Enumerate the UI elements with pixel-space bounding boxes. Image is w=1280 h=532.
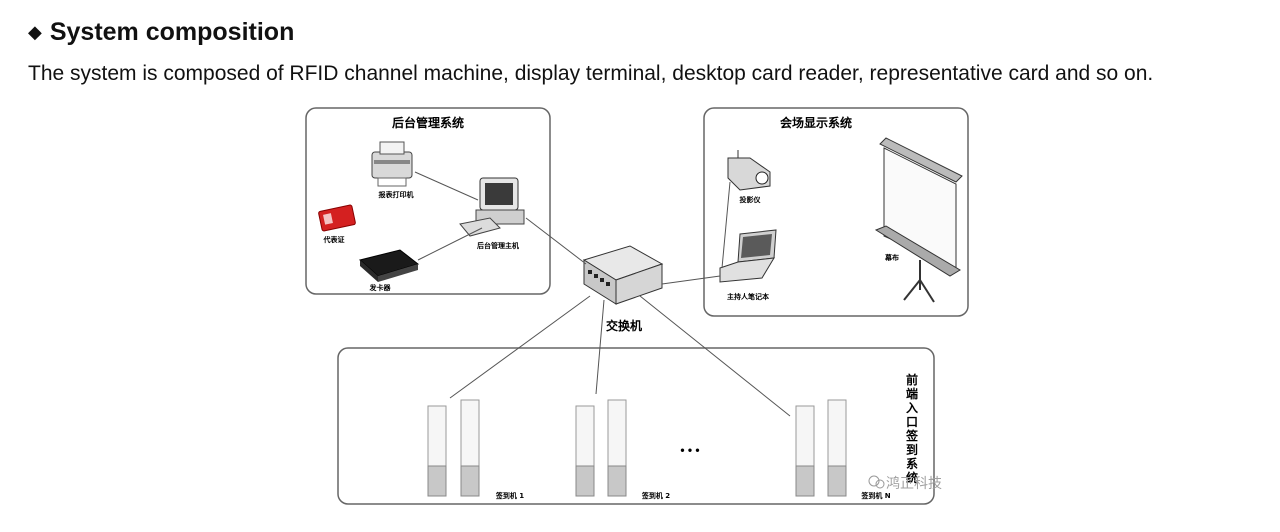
display-system-title: 会场显示系统 bbox=[780, 115, 852, 130]
gateN-label: 签到机 N bbox=[860, 491, 890, 500]
section-description: The system is composed of RFID channel m… bbox=[28, 62, 1154, 85]
card-reader-icon bbox=[358, 249, 420, 282]
frontend-title-char: 前 bbox=[906, 372, 918, 387]
laptop-label: 主持人笔记本 bbox=[727, 292, 769, 301]
rfid-gate-1-icon bbox=[427, 399, 480, 497]
screen-label: 幕布 bbox=[884, 253, 899, 262]
section-title: System composition bbox=[49, 18, 295, 46]
reader-label: 发卡器 bbox=[369, 283, 392, 292]
network-switch-icon bbox=[582, 245, 664, 305]
projector-laptop-line bbox=[721, 181, 731, 269]
printer-label: 报表打印机 bbox=[379, 190, 414, 199]
rfid-gate-2-icon bbox=[575, 399, 627, 497]
printer-icon bbox=[371, 141, 413, 187]
watermark-text: 鸿正科技 bbox=[886, 475, 942, 492]
frontend-system-box bbox=[337, 347, 935, 505]
switch-gate2-line bbox=[595, 299, 605, 395]
frontend-title-char: 签 bbox=[905, 428, 919, 443]
host-label: 后台管理主机 bbox=[477, 241, 519, 250]
frontend-title-char: 入 bbox=[906, 401, 918, 415]
switch-gateN-line bbox=[639, 295, 791, 417]
frontend-title-char: 统 bbox=[906, 470, 918, 485]
gate1-label: 签到机 1 bbox=[495, 491, 524, 500]
host-switch-line bbox=[525, 217, 587, 265]
laptop-switch-line bbox=[661, 275, 721, 285]
frontend-title-char: 口 bbox=[906, 415, 918, 429]
backend-system-title: 后台管理系统 bbox=[392, 115, 464, 130]
backend-system-box bbox=[305, 107, 551, 295]
frontend-system-title: 前 端 入 口 签 到 系 统 bbox=[905, 372, 919, 485]
gate-ellipsis: • • • bbox=[680, 443, 699, 457]
gate2-label: 签到机 2 bbox=[641, 491, 670, 500]
frontend-title-char: 端 bbox=[906, 386, 918, 401]
projector-label: 投影仪 bbox=[740, 195, 762, 204]
switch-label: 交换机 bbox=[606, 318, 642, 333]
computer-host-icon bbox=[459, 177, 525, 237]
reader-host-line bbox=[417, 227, 483, 261]
projector-icon bbox=[727, 150, 771, 191]
section-heading: ◆ System composition bbox=[28, 18, 294, 47]
rfid-gate-n-icon bbox=[795, 399, 847, 497]
printer-host-line bbox=[414, 171, 479, 201]
switch-gate1-line bbox=[449, 295, 591, 399]
representative-card-icon bbox=[318, 204, 356, 232]
diamond-bullet-icon: ◆ bbox=[28, 22, 42, 42]
projection-screen-icon bbox=[874, 137, 963, 303]
watermark: 鸿正科技 bbox=[868, 475, 942, 492]
frontend-title-char: 到 bbox=[906, 442, 918, 457]
card-label: 代表证 bbox=[323, 235, 345, 244]
system-diagram: 后台管理系统 报表打印机 代表证 后台管理主机 发卡器 bbox=[300, 100, 980, 510]
frontend-title-char: 系 bbox=[906, 456, 918, 471]
laptop-icon bbox=[719, 229, 777, 283]
